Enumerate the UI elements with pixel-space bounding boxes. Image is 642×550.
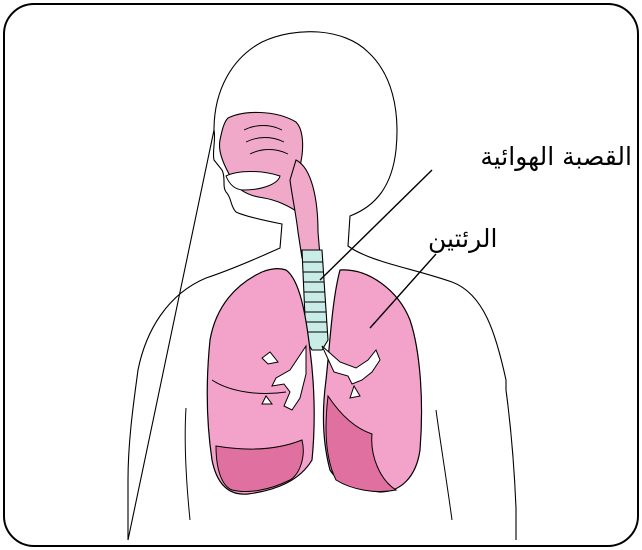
lungs-label: الرئتين — [428, 224, 497, 253]
trachea-label: القصبة الهوائية — [480, 142, 632, 171]
